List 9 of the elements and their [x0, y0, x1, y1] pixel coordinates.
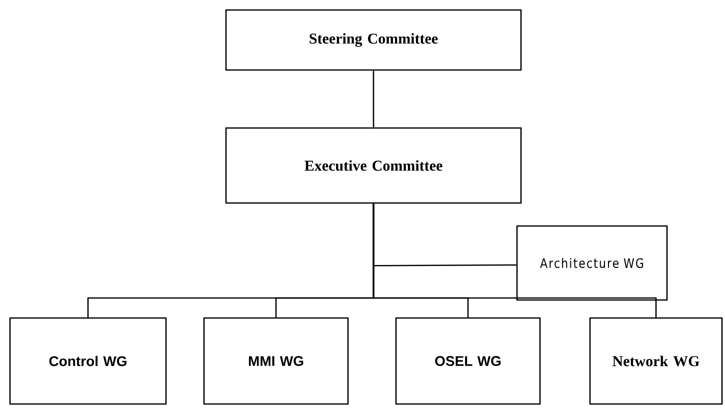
- working-group-box: OSEL WG: [395, 317, 541, 405]
- working-group-box: MMI WG: [203, 317, 349, 405]
- connector-line: [372, 204, 657, 318]
- committee-box: Steering Committee: [225, 9, 522, 71]
- committee-box: Executive Committee: [225, 127, 522, 204]
- working-group-box: Control WG: [9, 317, 167, 405]
- working-group-box: Architecture WG: [516, 225, 668, 301]
- connector-line: [372, 70, 374, 128]
- working-group-box: Network WG: [589, 317, 723, 405]
